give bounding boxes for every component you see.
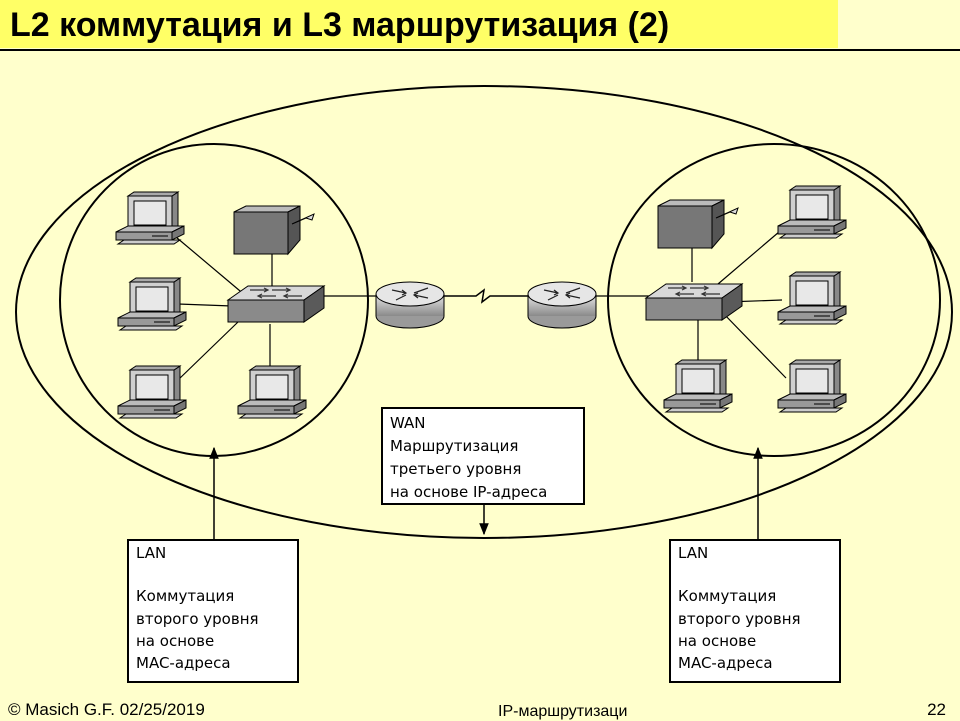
workstation-icon bbox=[117, 277, 187, 331]
wan-label-line: на основе IP-адреса bbox=[390, 483, 547, 501]
server-icon bbox=[233, 205, 315, 255]
wan-label-box bbox=[381, 407, 585, 505]
lan-left-label-line: на основе bbox=[136, 632, 214, 650]
wan-label-line: Маршрутизация bbox=[390, 437, 518, 455]
lan-left-label-line: MAC-адреса bbox=[136, 654, 231, 672]
server-icon bbox=[657, 199, 739, 249]
wan-serial-link bbox=[440, 288, 528, 304]
router-icon bbox=[375, 281, 445, 329]
lan-right-label-box bbox=[669, 539, 841, 683]
title-divider bbox=[0, 49, 960, 51]
lan-right-label-line: LAN bbox=[678, 544, 708, 562]
router-icon bbox=[527, 281, 597, 329]
lan-left-label-box bbox=[127, 539, 299, 683]
lan-right-label-line: Коммутация bbox=[678, 587, 776, 605]
workstation-icon bbox=[777, 271, 847, 325]
lan-right-circle bbox=[607, 143, 941, 457]
lan-left-label-line: второго уровня bbox=[136, 610, 259, 628]
workstation-icon bbox=[777, 359, 847, 413]
lan-left-label-line: Коммутация bbox=[136, 587, 234, 605]
workstation-icon bbox=[777, 185, 847, 239]
lan-left-label-line: LAN bbox=[136, 544, 166, 562]
workstation-icon bbox=[117, 365, 187, 419]
workstation-icon bbox=[663, 359, 733, 413]
footer-author: © Masich G.F. 02/25/2019 bbox=[8, 700, 205, 719]
left-lan-links bbox=[169, 231, 378, 381]
title-bar bbox=[0, 0, 838, 48]
lan-right-label-line: второго уровня bbox=[678, 610, 801, 628]
switch-icon bbox=[227, 285, 325, 323]
wan-label-line: третьего уровня bbox=[390, 460, 521, 478]
lan-right-label-line: MAC-адреса bbox=[678, 654, 773, 672]
switch-icon bbox=[645, 283, 743, 321]
wan-label-line: WAN bbox=[390, 414, 426, 432]
slide-title: L2 коммутация и L3 маршрутизация (2) bbox=[10, 6, 670, 44]
lan-right-label-line: на основе bbox=[678, 632, 756, 650]
page-number: 22 bbox=[927, 700, 946, 719]
footer-topic: IP-маршрутизаци bbox=[498, 703, 628, 720]
workstation-icon bbox=[115, 191, 185, 245]
wan-ellipse bbox=[15, 85, 953, 539]
workstation-icon bbox=[237, 365, 307, 419]
